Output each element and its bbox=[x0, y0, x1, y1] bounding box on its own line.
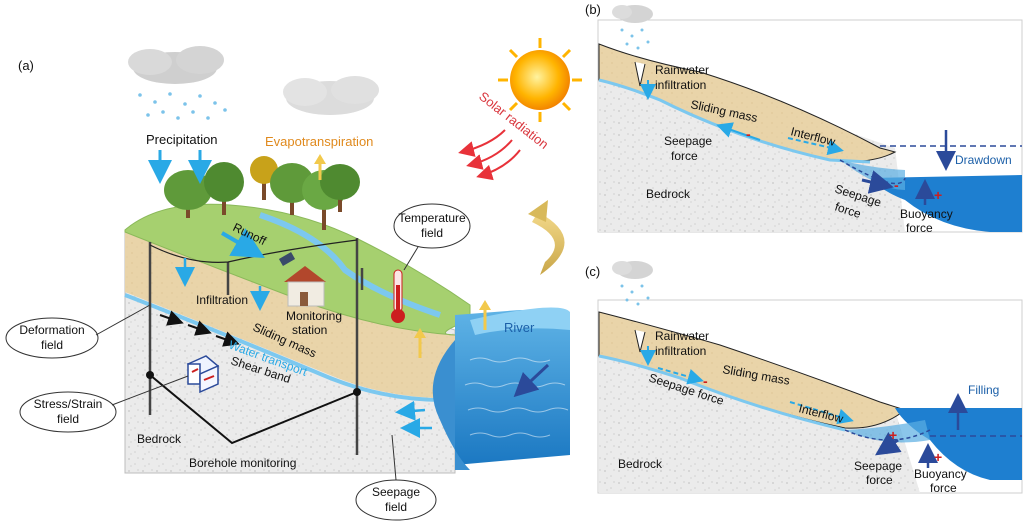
reservoir-c bbox=[895, 408, 1022, 480]
power-wire bbox=[149, 239, 358, 263]
rain-cloud-icon-b bbox=[612, 5, 653, 50]
seepage-force-arrow-b bbox=[861, 170, 894, 194]
deformation-field-line1: Deformation bbox=[19, 323, 84, 337]
seepage-arrow-left-c bbox=[657, 367, 704, 385]
seepage-force-right-c-line1: Seepage bbox=[854, 459, 902, 473]
evapotranspiration-cloud-icon bbox=[283, 76, 379, 115]
runoff-arrows bbox=[220, 228, 265, 259]
water-layer-b bbox=[598, 78, 871, 164]
river-flow-arrow bbox=[513, 363, 550, 398]
rainwater-infiltration-c-line1: Rainwater bbox=[655, 329, 709, 343]
sign-mid-b: - bbox=[894, 177, 899, 193]
buoyancy-force-b-line2: force bbox=[906, 221, 933, 235]
panel-a-tag: (a) bbox=[18, 58, 34, 73]
panel-a: (a) bbox=[5, 38, 582, 521]
seepage-force-left-b-line1: Seepage bbox=[664, 134, 712, 148]
infiltration-label: Infiltration bbox=[196, 293, 248, 307]
temperature-field-line1: Temperature bbox=[398, 211, 466, 225]
stress-strain-cube-icon bbox=[186, 355, 220, 394]
buoyancy-force-c-line2: force bbox=[930, 481, 957, 495]
reservoir-b bbox=[870, 175, 1022, 232]
bedrock-label-a: Bedrock bbox=[137, 432, 182, 446]
deformation-field-callout: Deformation field bbox=[5, 304, 151, 359]
rainwater-infiltration-b-line2: infiltration bbox=[655, 78, 706, 92]
bedrock-label-c: Bedrock bbox=[618, 457, 663, 471]
borehole-monitoring-label: Borehole monitoring bbox=[189, 456, 296, 470]
evapotranspiration-arrows bbox=[314, 154, 491, 358]
seepage-force-right-c-line2: force bbox=[866, 473, 893, 487]
panel-c-tag: (c) bbox=[585, 264, 600, 279]
infiltration-arrows bbox=[175, 258, 270, 311]
seepage-arrow-left-b bbox=[716, 122, 761, 141]
stream bbox=[259, 212, 441, 318]
panel-b-tag: (b) bbox=[585, 2, 601, 17]
stress-strain-field-line1: Stress/Strain bbox=[34, 397, 103, 411]
cycle-arrow bbox=[528, 200, 565, 275]
buoyancy-force-b-line1: Buoyancy bbox=[900, 207, 953, 221]
filling-label: Filling bbox=[968, 383, 999, 397]
rainwater-infiltration-b-line1: Rainwater bbox=[655, 63, 709, 77]
precipitation-label: Precipitation bbox=[146, 132, 218, 147]
monitoring-poles bbox=[148, 238, 364, 455]
stress-strain-field-callout: Stress/Strain field bbox=[19, 375, 189, 433]
monitoring-station-icon bbox=[278, 252, 326, 307]
trees bbox=[164, 156, 360, 230]
temperature-field-callout: Temperature field bbox=[393, 203, 471, 271]
sign-left-c: - bbox=[703, 373, 708, 389]
seepage-arrows bbox=[395, 400, 432, 438]
deformation-arrows bbox=[159, 310, 240, 347]
sliding-mass-layer bbox=[125, 232, 455, 399]
sign-right-c: + bbox=[934, 449, 942, 465]
solar-radiation-arrows bbox=[458, 129, 521, 181]
monitoring-station-line2: station bbox=[292, 323, 327, 337]
precipitation-arrows bbox=[148, 150, 212, 184]
sign-left-b: - bbox=[746, 126, 751, 142]
seepage-force-left-b-line2: force bbox=[671, 149, 698, 163]
thermometer-icon bbox=[391, 269, 405, 323]
deformation-field-line2: field bbox=[41, 338, 63, 352]
drawdown-label: Drawdown bbox=[955, 153, 1012, 167]
river: River bbox=[432, 307, 570, 470]
bedrock-label-b: Bedrock bbox=[646, 187, 691, 201]
river-label: River bbox=[504, 320, 535, 335]
interflow-arrow-b bbox=[787, 137, 844, 156]
seepage-field-callout: Seepage field bbox=[355, 434, 437, 521]
evapotranspiration-label: Evapotranspiration bbox=[265, 134, 373, 149]
sign-mid-c: + bbox=[889, 427, 897, 443]
stress-strain-field-line2: field bbox=[57, 412, 79, 426]
buoyancy-force-c-line1: Buoyancy bbox=[914, 467, 967, 481]
interflow-arrow-c bbox=[789, 401, 854, 425]
panel-c: (c) - + + Rainwater infiltration Slid bbox=[585, 261, 1023, 495]
panel-b: (b) - - + Rainwater bbox=[585, 2, 1023, 235]
rain-cloud-icon bbox=[128, 46, 227, 120]
rain-cloud-icon-c bbox=[612, 261, 653, 306]
temperature-field-line2: field bbox=[421, 226, 443, 240]
rainwater-infiltration-c-line2: infiltration bbox=[655, 344, 706, 358]
seepage-field-line1: Seepage bbox=[372, 485, 420, 499]
seepage-force-arrow-c bbox=[875, 432, 902, 456]
borehole-lines bbox=[149, 374, 358, 445]
monitoring-station-line1: Monitoring bbox=[286, 309, 342, 323]
sign-right-b: + bbox=[934, 187, 942, 203]
sun-icon bbox=[498, 38, 582, 122]
seepage-field-line2: field bbox=[385, 500, 407, 514]
